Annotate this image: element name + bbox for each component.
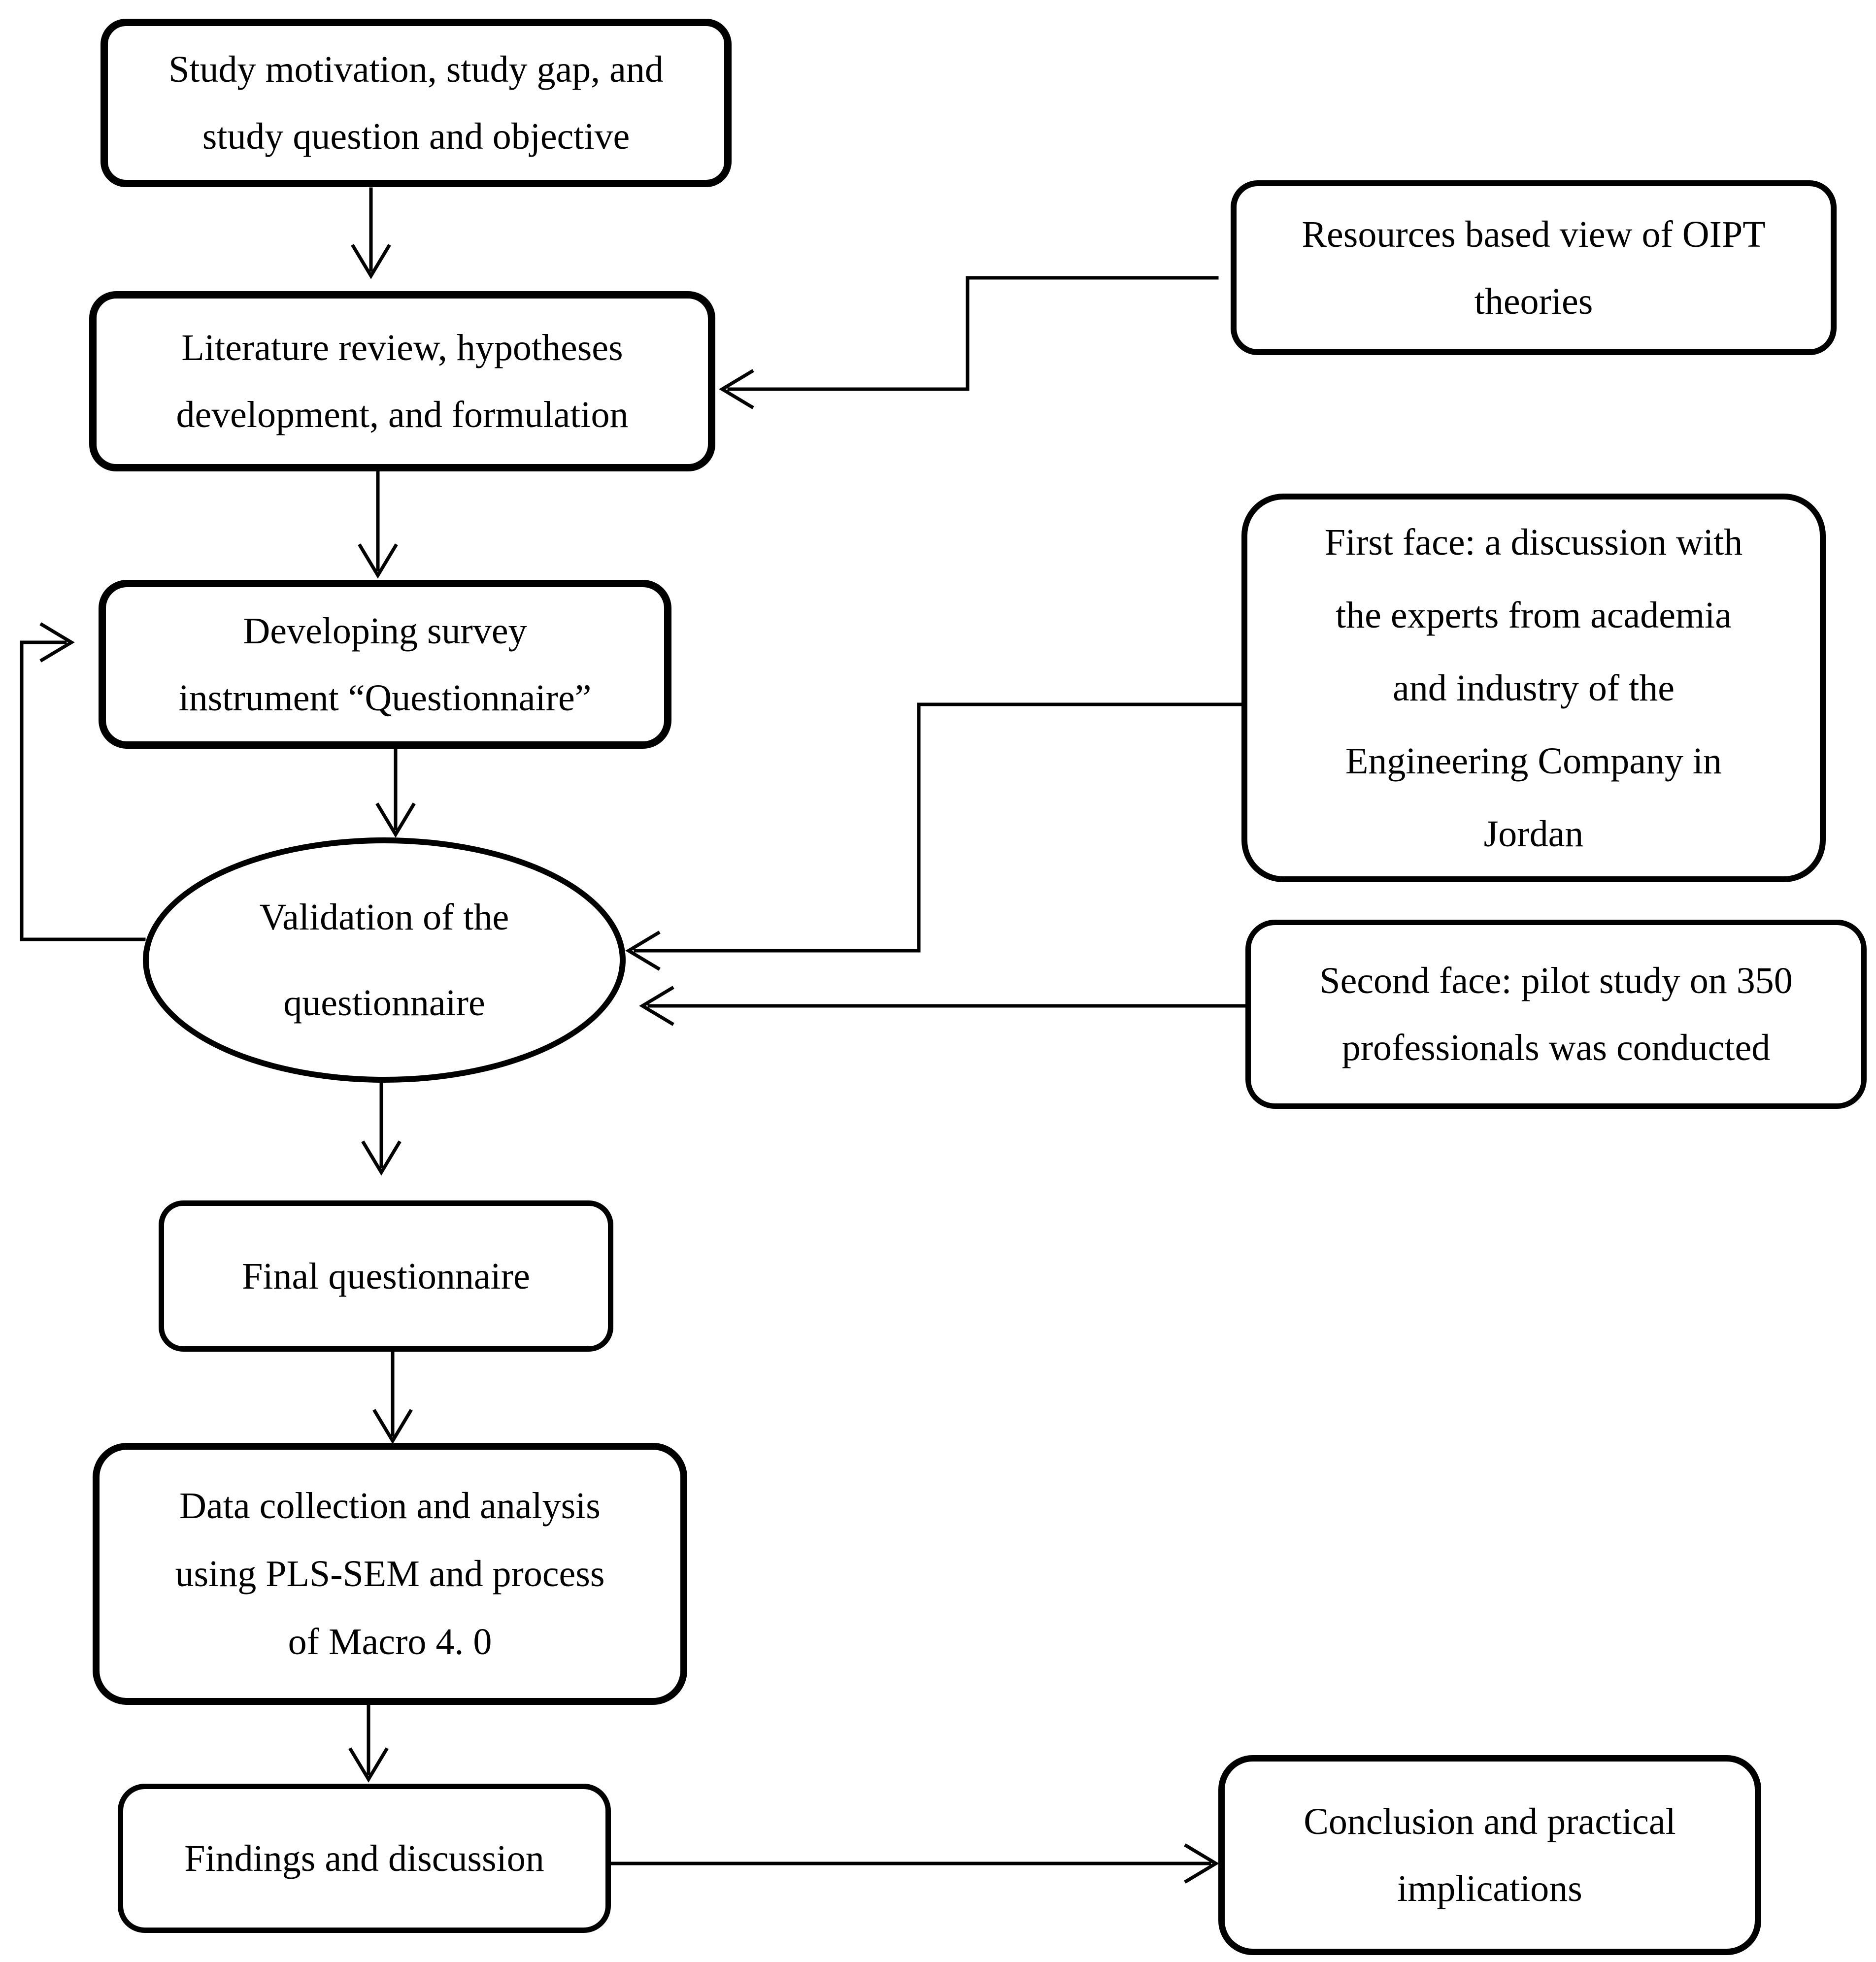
arrow-firstface-to-validation bbox=[625, 702, 1243, 971]
arrowhead-down-icon bbox=[351, 244, 391, 279]
node-study-motivation: Study motivation, study gap, and study q… bbox=[100, 19, 732, 187]
node-line: Data collection and analysis bbox=[179, 1485, 601, 1527]
arrow-literature-to-developing bbox=[358, 470, 398, 579]
node-validation-ellipse: Validation of the questionnaire bbox=[143, 837, 626, 1083]
node-line: Jordan bbox=[1483, 813, 1584, 855]
node-second-face: Second face: pilot study on 350 professi… bbox=[1245, 920, 1867, 1109]
node-line: Second face: pilot study on 350 bbox=[1319, 960, 1793, 1001]
node-first-face: First face: a discussion with the expert… bbox=[1241, 494, 1826, 882]
arrow-study-to-literature bbox=[351, 187, 391, 279]
arrowhead-right-icon bbox=[1184, 1843, 1219, 1884]
node-line: questionnaire bbox=[283, 982, 485, 1024]
arrow-data-to-findings bbox=[348, 1703, 389, 1783]
arrow-findings-to-conclusion bbox=[610, 1843, 1219, 1884]
node-line: Findings and discussion bbox=[184, 1837, 544, 1879]
node-line: development, and formulation bbox=[176, 394, 629, 435]
arrow-shaft bbox=[634, 702, 1243, 953]
arrow-developing-to-validation bbox=[375, 747, 416, 838]
arrow-shaft bbox=[727, 276, 1219, 391]
node-line: Study motivation, study gap, and bbox=[168, 49, 664, 90]
node-line: instrument “Questionnaire” bbox=[178, 677, 592, 719]
node-line: of Macro 4. 0 bbox=[288, 1621, 492, 1663]
arrowhead-down-icon bbox=[375, 802, 416, 838]
node-data-collection: Data collection and analysis using PLS-S… bbox=[93, 1443, 687, 1705]
node-final-questionnaire: Final questionnaire bbox=[159, 1200, 613, 1352]
arrowhead-right-icon bbox=[39, 622, 75, 663]
arrow-validation-to-final bbox=[361, 1081, 402, 1176]
node-line: First face: a discussion with bbox=[1324, 521, 1743, 563]
node-line: professionals was conducted bbox=[1341, 1027, 1771, 1068]
node-line: Conclusion and practical bbox=[1304, 1801, 1676, 1842]
node-line: the experts from academia bbox=[1336, 594, 1732, 636]
node-resources-oipt: Resources based view of OIPT theories bbox=[1231, 180, 1837, 355]
node-line: study question and objective bbox=[202, 116, 630, 157]
node-findings-discussion: Findings and discussion bbox=[118, 1784, 611, 1933]
node-literature-review: Literature review, hypotheses developmen… bbox=[89, 291, 715, 471]
node-developing-survey: Developing survey instrument “Questionna… bbox=[99, 580, 671, 749]
node-line: theories bbox=[1474, 280, 1593, 322]
arrowhead-left-icon bbox=[719, 369, 754, 409]
arrowhead-down-icon bbox=[372, 1409, 413, 1444]
arrow-shaft bbox=[20, 640, 146, 941]
node-line: Validation of the bbox=[259, 897, 509, 938]
arrowhead-left-icon bbox=[625, 931, 661, 971]
arrowhead-down-icon bbox=[348, 1747, 389, 1783]
node-line: Final questionnaire bbox=[242, 1255, 530, 1297]
node-line: and industry of the bbox=[1392, 667, 1675, 709]
arrow-validation-feedback-to-developing bbox=[20, 622, 146, 941]
node-line: using PLS-SEM and process bbox=[175, 1553, 605, 1595]
arrowhead-down-icon bbox=[358, 543, 398, 579]
node-line: Literature review, hypotheses bbox=[181, 327, 623, 368]
node-line: Resources based view of OIPT bbox=[1302, 213, 1766, 255]
node-conclusion: Conclusion and practical implications bbox=[1218, 1755, 1761, 1955]
node-line: Developing survey bbox=[243, 610, 527, 652]
arrow-final-to-data bbox=[372, 1350, 413, 1444]
arrow-secondface-to-validation bbox=[639, 986, 1246, 1026]
arrowhead-left-icon bbox=[639, 986, 674, 1026]
node-line: implications bbox=[1397, 1868, 1582, 1909]
arrowhead-down-icon bbox=[361, 1140, 402, 1176]
arrow-resources-to-literature bbox=[719, 276, 1219, 409]
node-line: Engineering Company in bbox=[1345, 740, 1722, 782]
